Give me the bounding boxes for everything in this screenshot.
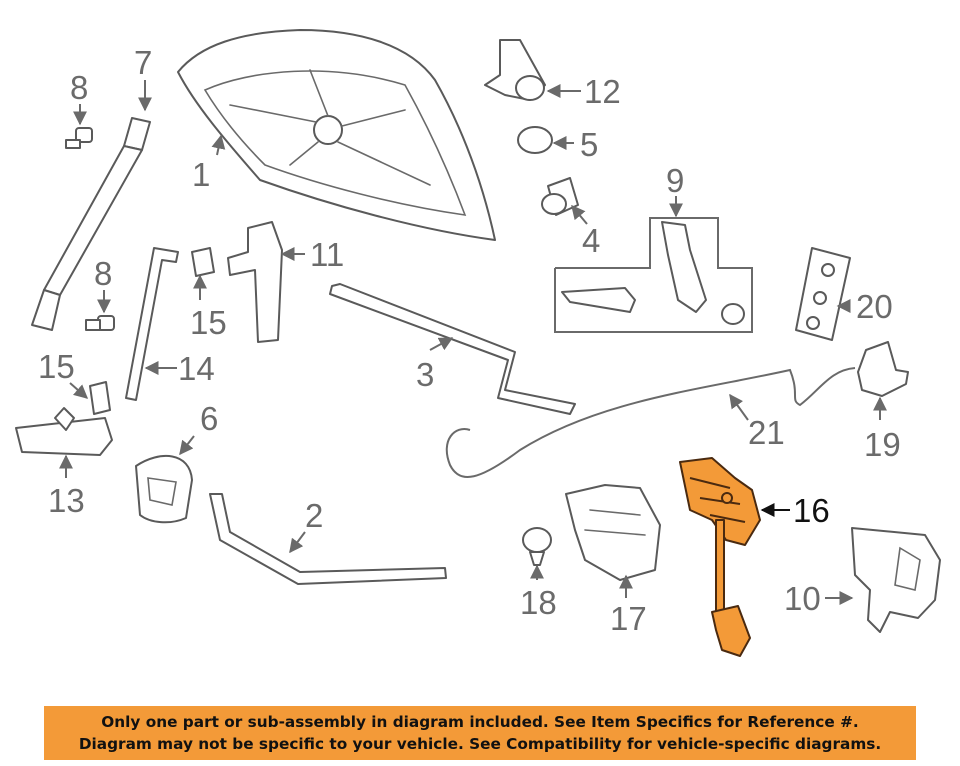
hood-strut-part xyxy=(31,117,151,331)
support-bracket-part xyxy=(851,527,941,633)
disclaimer-line-2: Diagram may not be specific to your vehi… xyxy=(78,735,882,753)
hood-seal-part xyxy=(329,283,576,415)
callout-14: 14 xyxy=(178,350,215,387)
plug-part xyxy=(517,126,553,154)
parts-diagram: 1 2 3 4 5 6 7 8 8 9 10 11 12 13 14 15 15… xyxy=(15,29,941,657)
callout-12: 12 xyxy=(584,73,621,110)
fastener-card-part xyxy=(795,247,851,341)
disclaimer-banner: Only one part or sub-assembly in diagram… xyxy=(44,706,916,760)
hood-part xyxy=(177,29,496,241)
callout-15-lower: 15 xyxy=(38,348,75,385)
clip-part-lower xyxy=(89,381,111,415)
callout-8-lower: 8 xyxy=(94,255,112,292)
prop-rod-part xyxy=(125,247,179,401)
disclaimer-line-1: Only one part or sub-assembly in diagram… xyxy=(101,713,859,731)
callout-4: 4 xyxy=(582,222,600,259)
callout-3: 3 xyxy=(416,356,434,393)
callout-18: 18 xyxy=(520,584,557,621)
callout-8-upper: 8 xyxy=(70,69,88,106)
callout-13: 13 xyxy=(48,482,85,519)
cable-bracket-part xyxy=(857,341,909,397)
callout-21: 21 xyxy=(748,414,785,451)
callout-7: 7 xyxy=(134,44,152,81)
hood-latch-part xyxy=(679,457,761,657)
callout-5: 5 xyxy=(580,126,598,163)
hood-hinge-part xyxy=(227,221,283,343)
callout-16: 16 xyxy=(793,492,830,529)
callout-19: 19 xyxy=(864,426,901,463)
callout-1: 1 xyxy=(192,156,210,193)
bolt-part-lower xyxy=(85,315,115,331)
deflector-part xyxy=(565,484,661,581)
callout-17: 17 xyxy=(610,600,647,637)
callout-2: 2 xyxy=(305,497,323,534)
spring-clip-part xyxy=(484,39,546,101)
callout-6: 6 xyxy=(200,400,218,437)
bracket-assembly-part xyxy=(554,217,753,333)
release-cable-part xyxy=(445,367,856,478)
clip-part-upper xyxy=(191,247,215,277)
callout-9: 9 xyxy=(666,162,684,199)
hood-bumper-part xyxy=(541,177,579,216)
insulator-part xyxy=(135,454,193,524)
callout-20: 20 xyxy=(856,288,893,325)
push-pin-part xyxy=(522,527,552,566)
lower-seal-part xyxy=(209,493,447,585)
callout-15-upper: 15 xyxy=(190,304,227,341)
bolt-part-upper xyxy=(65,127,93,149)
leader-lines xyxy=(59,80,887,605)
callout-11: 11 xyxy=(310,236,344,273)
callout-10: 10 xyxy=(784,580,821,617)
release-handle-part xyxy=(15,407,113,456)
